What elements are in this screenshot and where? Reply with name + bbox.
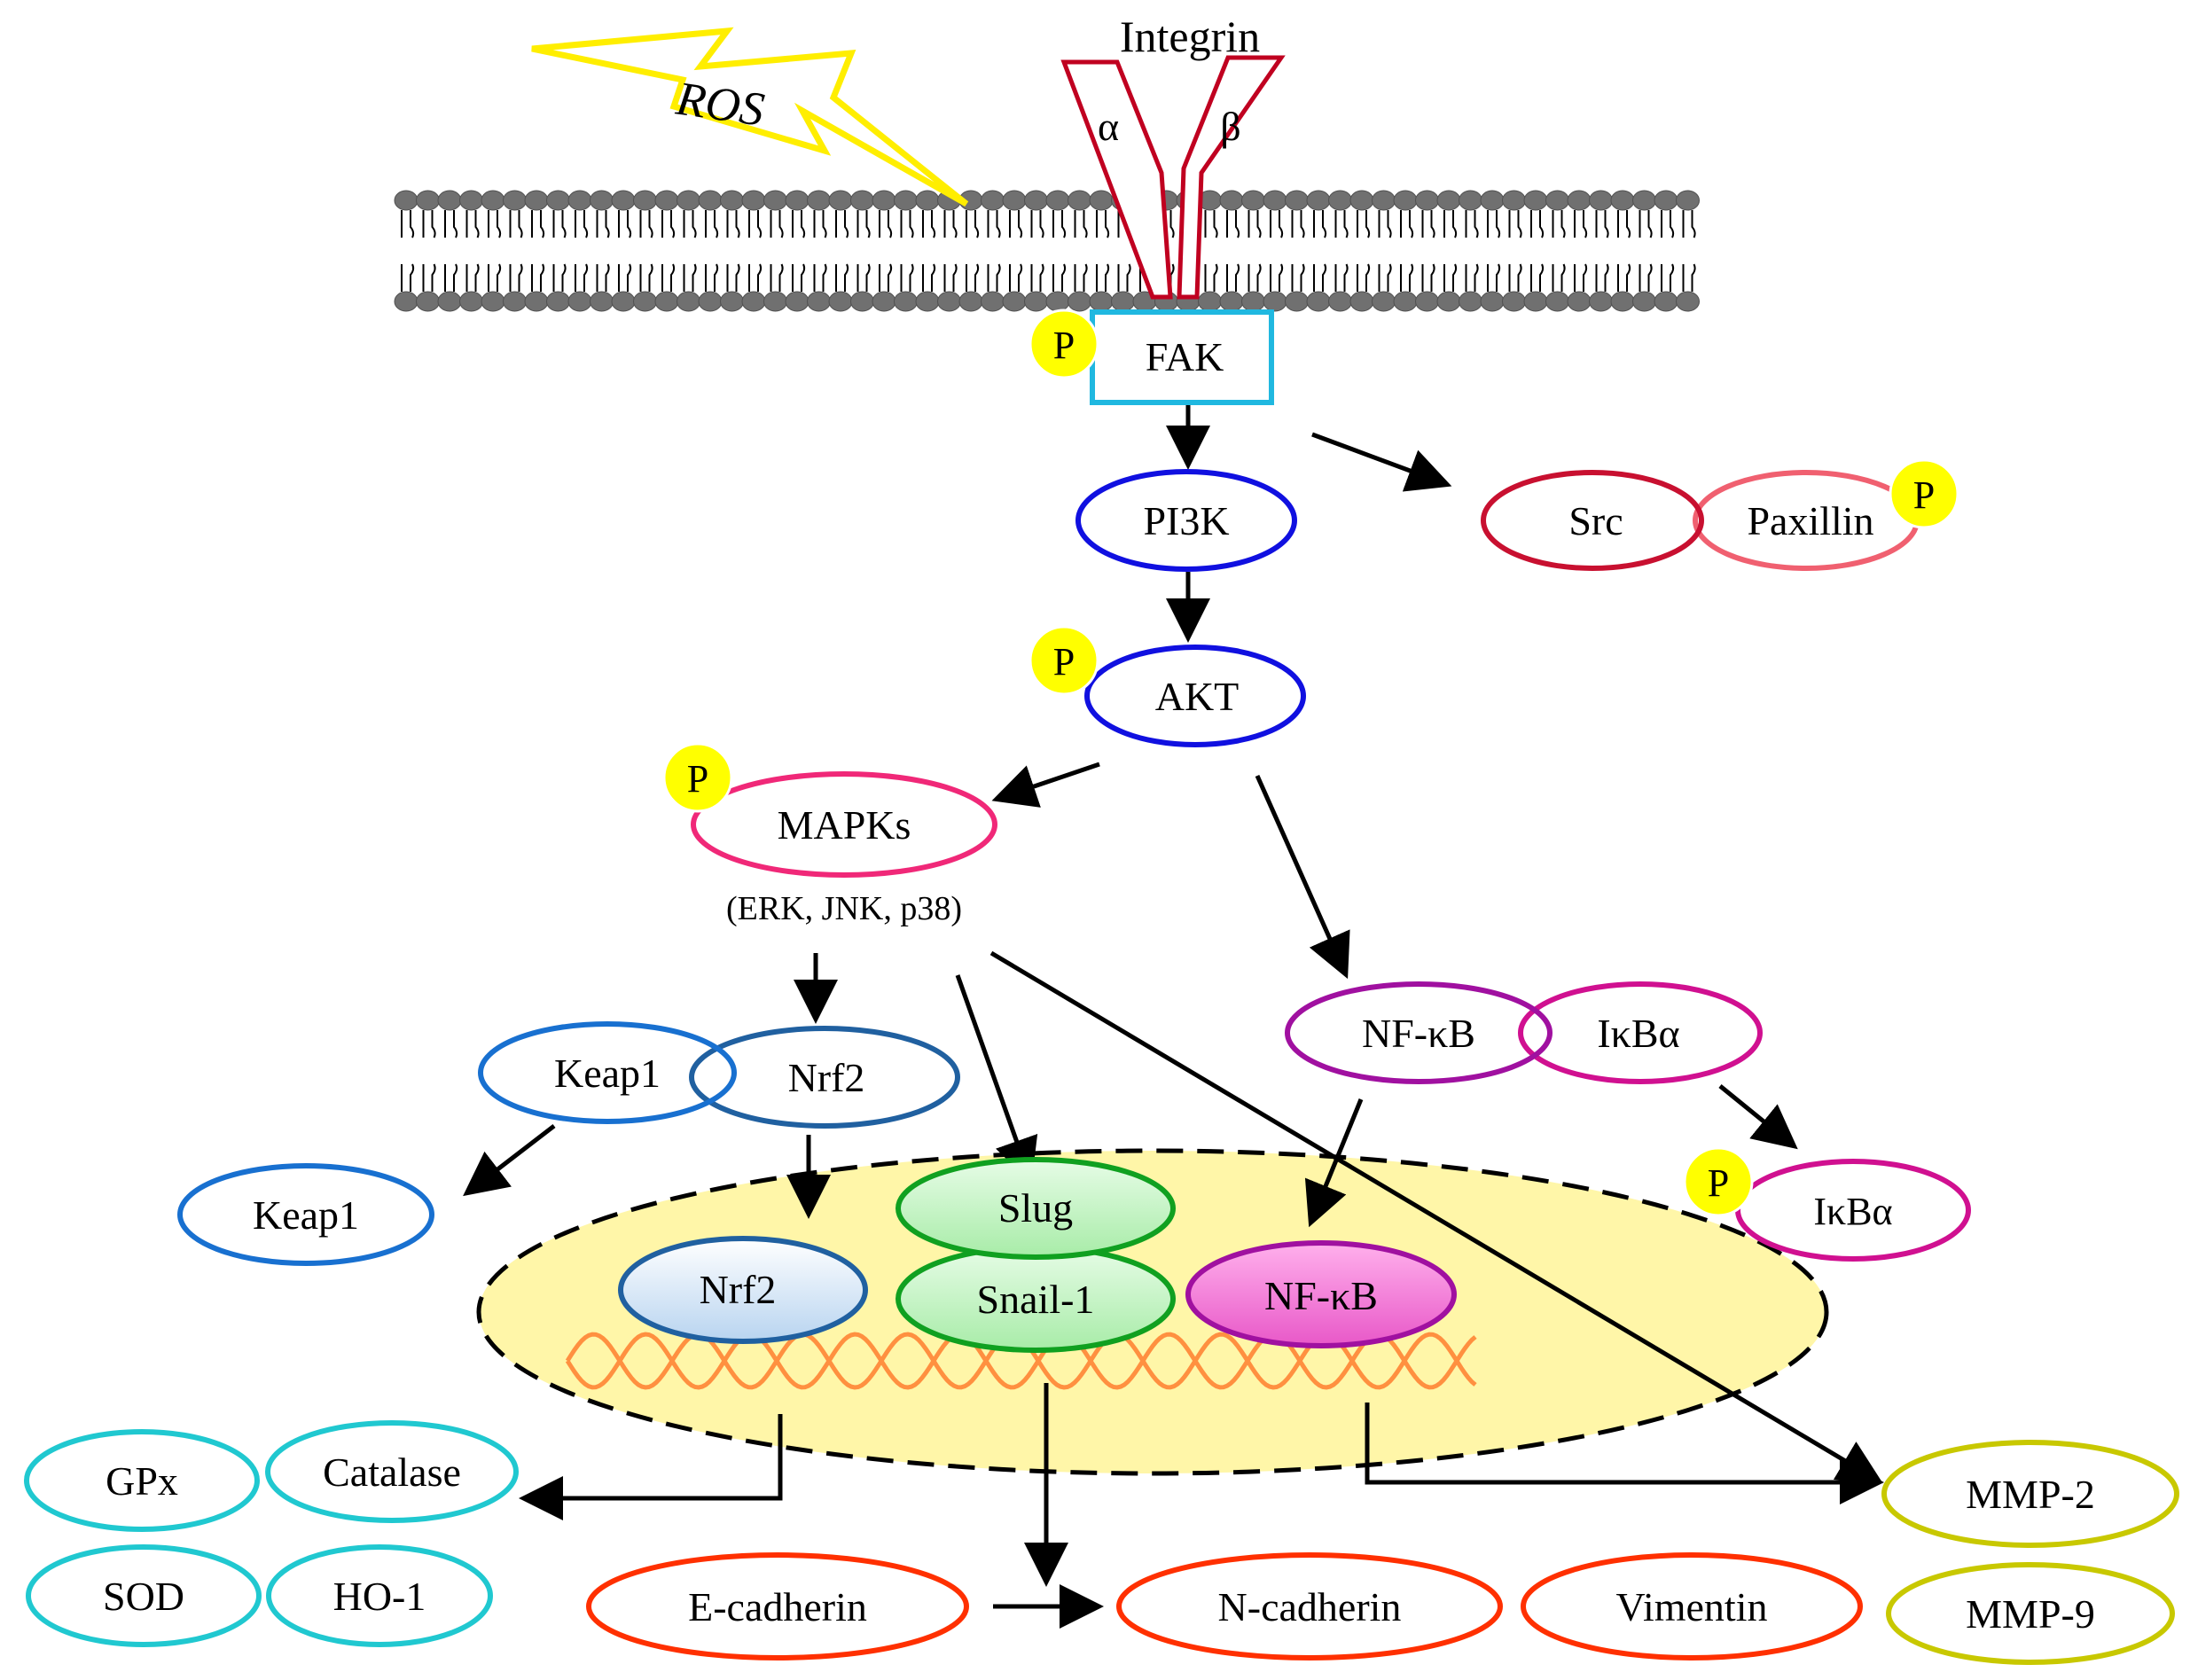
slug-node: [896, 1157, 1176, 1260]
fak-label: FAK: [1146, 334, 1224, 379]
catalase-label: Catalase: [323, 1449, 461, 1495]
nrf2-complex-label: Nrf2: [788, 1055, 865, 1100]
mmp2-node: [1881, 1440, 2179, 1548]
ncadherin-label: N-cadherin: [1218, 1584, 1402, 1629]
mmp9-label: MMP-9: [1966, 1591, 2095, 1637]
arrow-akt-mapks: [991, 762, 1100, 808]
sod-node: [26, 1544, 262, 1647]
pi3k-label: PI3K: [1143, 498, 1229, 543]
arrow-mapks-mmp2: [989, 950, 1883, 1484]
mmp2-label: MMP-2: [1966, 1472, 2095, 1517]
ecadherin-label: E-cadherin: [688, 1584, 867, 1629]
ncadherin-node: [1116, 1552, 1503, 1660]
src-label: Src: [1568, 498, 1623, 543]
akt-node: [1084, 645, 1306, 747]
keap1-complex-node: [478, 1021, 737, 1124]
arrow-keap1-release: [463, 1124, 556, 1197]
arrow-nfkb-mmp: [1365, 1403, 1884, 1504]
gpx-node: [24, 1429, 260, 1532]
phospho-paxillin: P: [1889, 458, 1959, 529]
mapks-sublabel: (ERK, JNK, p38): [726, 890, 962, 927]
paxillin-label: Paxillin: [1747, 498, 1873, 543]
ho1-node: [266, 1544, 493, 1647]
arrow-mapks-slug: [955, 974, 1038, 1184]
keap1-free-node: [177, 1163, 434, 1266]
nfkb-nuclear-node: [1185, 1240, 1457, 1348]
arrow-akt-nfkb: [1255, 774, 1350, 980]
phospho-paxillin-label: P: [1913, 473, 1935, 517]
arrows: [463, 399, 1884, 1629]
phospho-akt-label: P: [1053, 640, 1075, 684]
phospho-mapks: P: [662, 742, 733, 813]
phospho-fak-label: P: [1053, 324, 1075, 367]
cell-membrane: [394, 190, 1700, 312]
ikba-complex-node: [1518, 981, 1763, 1084]
nrf2-nuclear-node: [618, 1236, 868, 1344]
ho1-label: HO-1: [333, 1574, 426, 1619]
nfkb-complex-node: [1285, 981, 1553, 1084]
gpx-label: GPx: [106, 1458, 178, 1504]
phospho-mapks-label: P: [687, 757, 708, 801]
ikba-phospho-label: IκBα: [1813, 1190, 1892, 1233]
arrow-nrf2-antioxidants: [519, 1414, 783, 1520]
ecadherin-node: [586, 1552, 969, 1660]
ros-lightning: ROS: [531, 27, 969, 207]
akt-label: AKT: [1155, 674, 1240, 719]
integrin-receptor: Integrin α β: [1060, 12, 1286, 300]
arrow-ikba-phosphorylation: [1718, 1084, 1798, 1150]
nfkb-complex-label: NF-κB: [1362, 1011, 1475, 1056]
nrf2-nuclear-label: Nrf2: [700, 1267, 777, 1312]
integrin-label: Integrin: [1120, 12, 1260, 61]
ikba-complex-label: IκBα: [1597, 1011, 1679, 1056]
arrow-fak-src: [1311, 432, 1452, 492]
mapks-node: [691, 771, 997, 878]
phospho-ikba: P: [1683, 1146, 1754, 1217]
nrf2-complex-node: [689, 1026, 960, 1129]
pi3k-node: [1075, 469, 1297, 572]
dna-strand: [565, 1332, 1477, 1390]
catalase-node: [265, 1420, 519, 1523]
phospho-akt: P: [1029, 625, 1099, 696]
vimentin-node: [1521, 1552, 1863, 1660]
arrow-nfkb-translocation: [1304, 1098, 1364, 1228]
vimentin-label: Vimentin: [1616, 1584, 1768, 1629]
sod-label: SOD: [103, 1574, 184, 1619]
keap1-free-label: Keap1: [253, 1192, 359, 1238]
mmp9-node: [1886, 1562, 2175, 1665]
slug-label: Slug: [998, 1185, 1073, 1231]
integrin-beta-label: β: [1220, 104, 1240, 149]
ros-label: ROS: [672, 71, 767, 136]
integrin-alpha-label: α: [1098, 104, 1119, 149]
phospho-ikba-label: P: [1708, 1161, 1729, 1205]
fak-box: [1090, 309, 1274, 405]
phospho-fak: P: [1029, 309, 1099, 379]
src-node: [1481, 470, 1704, 571]
keap1-complex-label: Keap1: [554, 1051, 661, 1096]
nfkb-nuclear-label: NF-κB: [1264, 1273, 1378, 1318]
snail1-label: Snail-1: [977, 1277, 1095, 1322]
mapks-label: MAPKs: [778, 802, 911, 848]
